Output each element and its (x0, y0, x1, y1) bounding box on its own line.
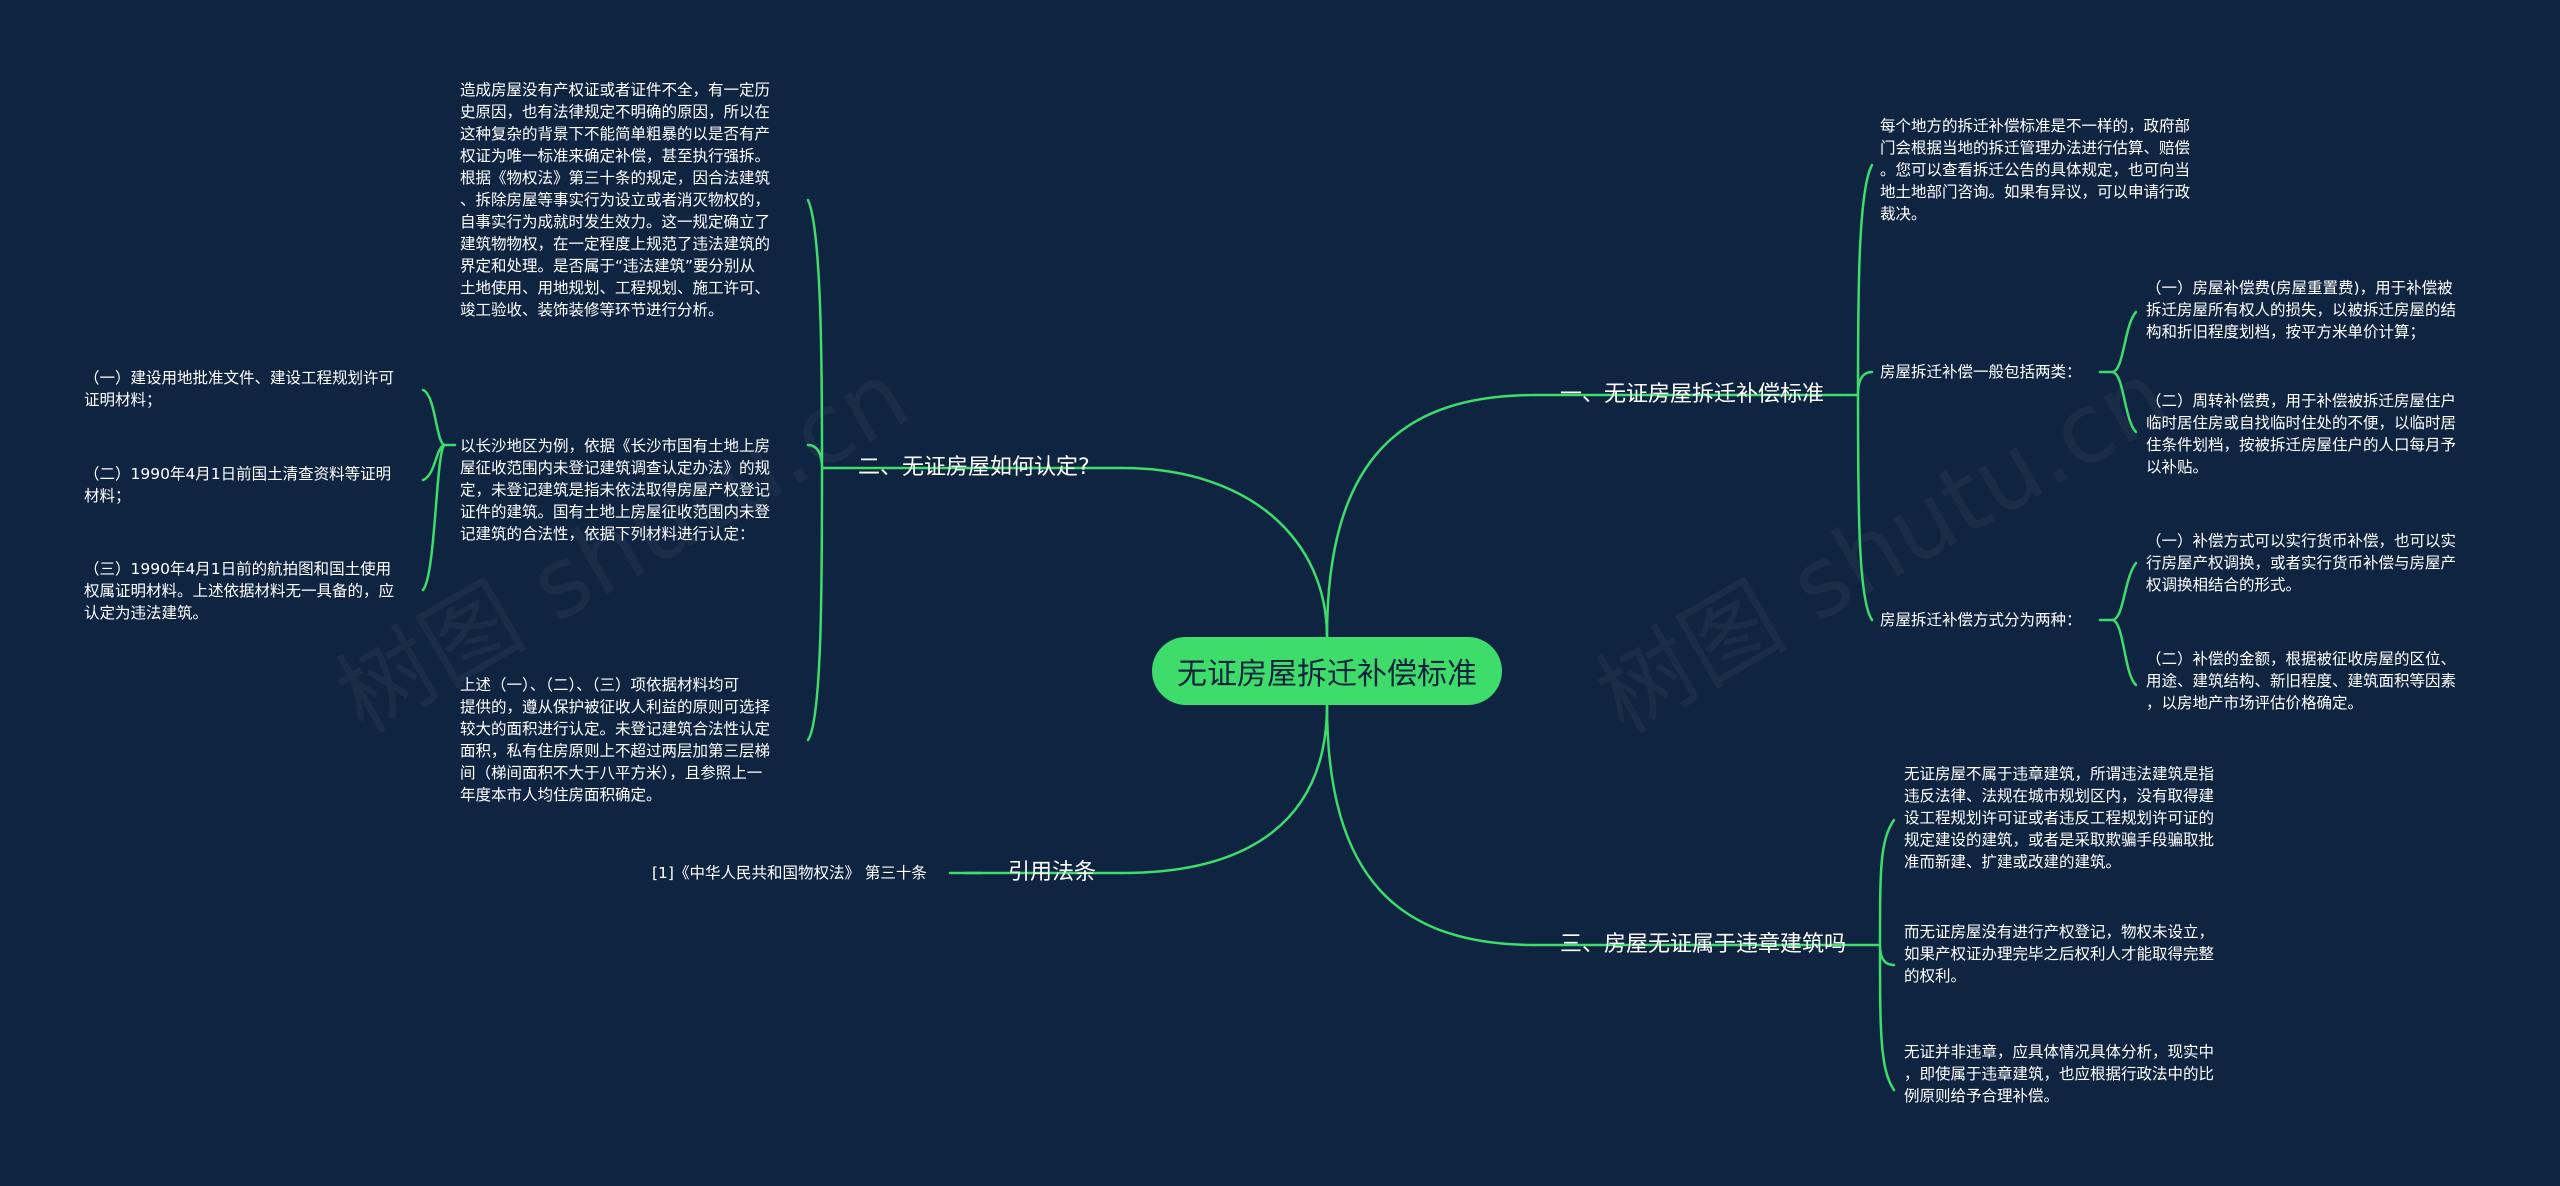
b2-p2-child-1: （一）建设用地批准文件、建设工程规划许可 证明材料； (84, 369, 395, 409)
bracket-b1 (1846, 163, 1874, 622)
connector-root-b1 (1325, 393, 1537, 639)
branch-3-label[interactable]: 三、房屋无证属于违章建筑吗 (1560, 932, 1847, 957)
b2-p2-child-3: （三）1990年4月1日前的航拍图和国土使用 权属证明材料。上述依据材料无一具备… (84, 560, 395, 622)
b1-group1-item-1: （一）房屋补偿费(房屋重置费)，用于补偿被 拆迁房屋所有权人的损失，以被拆迁房屋… (2146, 279, 2457, 341)
ref-item: [1]《中华人民共和国物权法》 第三十条 (652, 864, 927, 882)
root-node[interactable]: 无证房屋拆迁补偿标准 (1152, 637, 1502, 705)
root-label: 无证房屋拆迁补偿标准 (1177, 657, 1477, 692)
ref-branch-label[interactable]: 引用法条 (1008, 860, 1097, 885)
connector-root-b3 (1325, 703, 1537, 947)
b1-intro-text: 每个地方的拆迁补偿标准是不一样的，政府部 门会根据当地的拆迁管理办法进行估算、赔… (1880, 117, 2191, 223)
branch-1-label[interactable]: 一、无证房屋拆迁补偿标准 (1560, 382, 1825, 407)
b3-item-3: 无证并非违章，应具体情况具体分析，现实中 ，即使属于违章建筑，也应根据行政法中的… (1904, 1043, 2215, 1105)
b1-group2-label[interactable]: 房屋拆迁补偿方式分为两种： (1880, 611, 2082, 629)
connector-root-ref (1120, 703, 1329, 875)
bracket-g1 (2098, 310, 2138, 434)
b2-para-2: 以长沙地区为例，依据《长沙市国有土地上房 屋征收范围内未登记建筑调查认定办法》的… (460, 437, 771, 543)
b1-group1-label[interactable]: 房屋拆迁补偿一般包括两类： (1880, 363, 2082, 381)
b1-group2-item-1: （一）补偿方式可以实行货币补偿，也可以实 行房屋产权调换，或者实行货币补偿与房屋… (2146, 532, 2457, 594)
bracket-g2 (2098, 561, 2138, 687)
b2-para-3: 上述（一）、（二）、（三）项依据材料均可 提供的，遵从保护被征收人利益的原则可选… (460, 676, 771, 804)
branch-2-label[interactable]: 二、无证房屋如何认定? (858, 455, 1090, 480)
bracket-p2-children (421, 388, 457, 592)
b2-p2-child-2: （二）1990年4月1日前国土清查资料等证明 材料； (84, 465, 392, 505)
b1-group2-item-2: （二）补偿的金额，根据被征收房屋的区位、 用途、建筑结构、新旧程度、建筑面积等因… (2146, 650, 2457, 712)
b3-item-1: 无证房屋不属于违章建筑，所谓违法建筑是指 违反法律、法规在城市规划区内，没有取得… (1904, 765, 2215, 871)
b3-item-2: 而无证房屋没有进行产权登记，物权未设立， 如果产权证办理完毕之后权利人才能取得完… (1904, 923, 2215, 985)
bracket-b3 (1868, 818, 1896, 1092)
connector-root-b2 (1120, 466, 1329, 639)
bracket-b2 (806, 198, 837, 742)
b2-para-1: 造成房屋没有产权证或者证件不全，有一定历 史原因，也有法律规定不明确的原因，所以… (460, 81, 771, 319)
b1-group1-item-2: （二）周转补偿费，用于补偿被拆迁房屋住户 临时居住房或自找临时住处的不便，以临时… (2146, 392, 2457, 476)
